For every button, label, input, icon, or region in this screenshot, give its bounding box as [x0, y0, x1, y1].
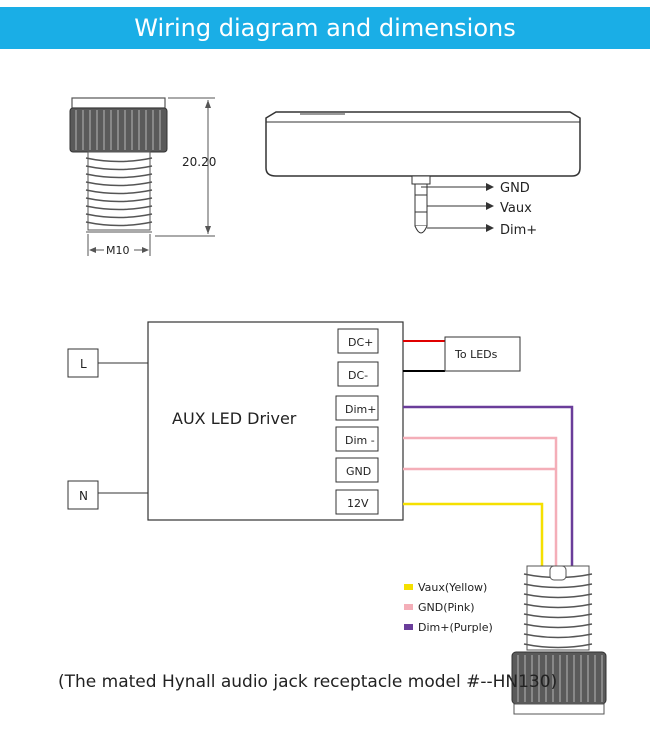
pin-label-dim-plus: Dim+ [500, 223, 537, 238]
legend-label-dim-plus: Dim+(Purple) [418, 621, 493, 634]
wire-color-legend: Vaux(Yellow) GND(Pink) Dim+(Purple) [404, 581, 493, 634]
section-title-banner: Wiring diagram and dimensions [0, 7, 650, 49]
jack-receptacle [511, 565, 607, 715]
receptacle-caption: (The mated Hynall audio jack receptacle … [58, 672, 558, 692]
signal-wires [403, 405, 574, 570]
driver-label: AUX LED Driver [172, 409, 297, 428]
thread-dimension-label: M10 [106, 244, 130, 257]
terminal-12v: 12V [347, 497, 369, 510]
input-l-label: L [80, 357, 87, 371]
wire-yellow [403, 502, 544, 570]
aux-led-driver: AUX LED Driver DC+ DC- Dim+ Dim - GND 12… [147, 321, 404, 521]
legend-label-vaux: Vaux(Yellow) [418, 581, 487, 594]
led-output: To LEDs [403, 336, 521, 372]
housing-view: GND Vaux Dim+ [265, 111, 581, 238]
legend-label-gnd: GND(Pink) [418, 601, 475, 614]
legend-swatch-yellow [404, 584, 413, 590]
wire-pink-dim [403, 436, 558, 570]
terminal-dim-plus: Dim+ [345, 403, 376, 416]
input-n-label: N [79, 489, 88, 503]
terminal-gnd: GND [346, 465, 371, 478]
legend-swatch-pink [404, 604, 413, 610]
terminal-dc-minus: DC- [348, 369, 368, 382]
terminal-dim-minus: Dim - [345, 434, 375, 447]
pin-label-gnd: GND [500, 181, 530, 196]
mains-inputs: L N [67, 348, 148, 510]
to-leds-label: To LEDs [454, 348, 498, 361]
height-dimension-label: 20.20 [182, 155, 216, 169]
wire-purple [403, 405, 574, 570]
terminal-dc-plus: DC+ [348, 336, 373, 349]
pin-label-vaux: Vaux [500, 201, 532, 216]
legend-swatch-purple [404, 624, 413, 630]
jack-side-view: 20.20 M10 [69, 97, 216, 257]
